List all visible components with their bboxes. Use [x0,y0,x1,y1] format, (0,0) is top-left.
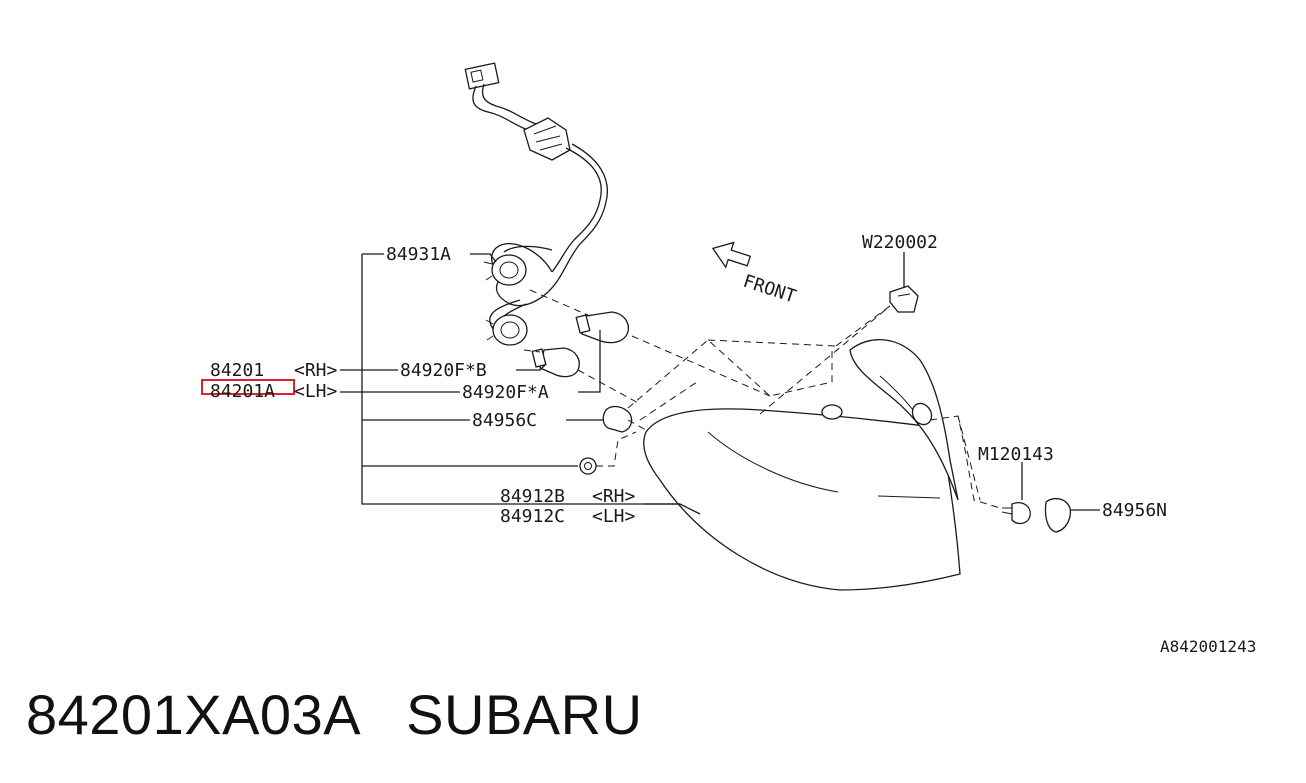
lens-84956N [1044,497,1072,533]
clip-W220002 [889,285,919,313]
label-W220002: W220002 [862,232,938,253]
assembly-lines [523,289,1001,509]
label-84956N: 84956N [1102,500,1167,521]
socket-84931A [483,254,527,286]
lamp-housing [643,339,961,591]
bulb-84920F-B [531,347,580,378]
front-arrow [711,241,752,269]
leader-lines [340,252,1100,515]
label-84201A: 84201A [210,381,275,402]
front-label: FRONT [740,271,798,308]
label-84912C: 84912C [500,506,565,527]
label-84912B-rh: <RH> [592,486,636,507]
label-84912B: 84912B [500,486,565,507]
label-84912C-lh: <LH> [592,506,636,527]
label-84201: 84201 [210,360,264,381]
label-84201A-lh: <LH> [294,381,338,402]
screw-M120143 [1001,502,1031,525]
part-caption: 84201XA03A SUBARU [26,683,643,746]
label-84931A: 84931A [386,244,451,265]
bulb-84920F-A [575,311,629,344]
reference-code: A842001243 [1160,637,1256,656]
highlight-box [201,379,295,395]
label-84956C: 84956C [472,410,537,431]
grommet [579,457,597,475]
label-84920F-A: 84920F*A [462,382,549,403]
socket-lower [485,314,528,346]
label-84201-rh: <RH> [294,360,338,381]
bulb-84956C [602,405,633,433]
label-M120143: M120143 [978,444,1054,465]
label-84920F-B: 84920F*B [400,360,487,381]
